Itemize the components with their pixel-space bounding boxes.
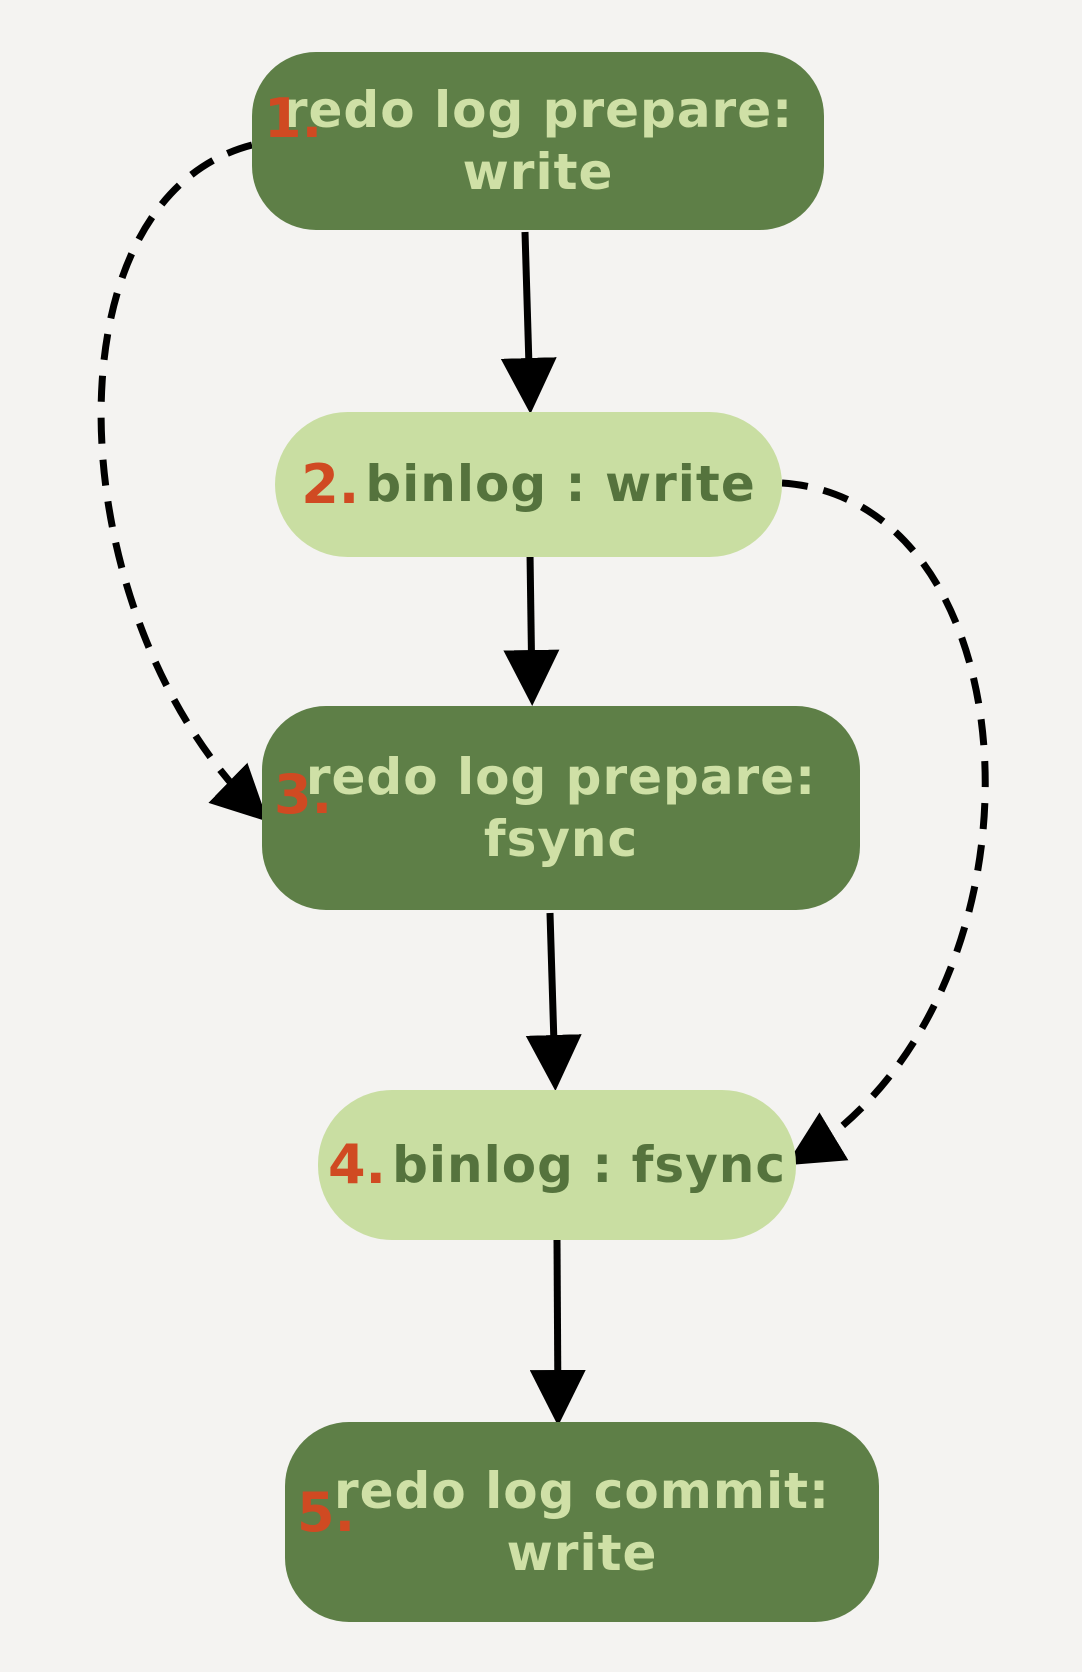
arrow-1-to-2 [500, 231, 557, 414]
step-label-line1: redo log prepare: [282, 80, 794, 139]
arrow-3-to-4 [525, 912, 582, 1091]
step-number: 3. [274, 763, 333, 826]
arrow-2-to-3 [503, 552, 560, 706]
dashed-arrow-1-to-3 [97, 141, 269, 822]
step-label-line2: fsync [483, 810, 639, 868]
step-number: 2. [301, 452, 360, 516]
step-number: 1. [264, 87, 323, 150]
step-label: binlog : write [365, 455, 756, 514]
step-binlog-fsync: 4. binlog : fsync [318, 1090, 796, 1240]
step-number: 4. [327, 1133, 387, 1196]
step-label-line1: redo log commit: [333, 1461, 831, 1520]
step-binlog-write: 2. binlog : write [275, 412, 782, 557]
step-number: 5. [297, 1481, 356, 1544]
step-label: binlog : fsync [392, 1135, 787, 1194]
step-redo-log-commit-write: 5. redo log commit: write [285, 1422, 879, 1622]
arrow-4-to-5 [529, 1239, 586, 1426]
step-redo-log-prepare-write: 1. redo log prepare: write [252, 52, 824, 230]
step-label-line2: write [462, 143, 614, 201]
step-redo-log-prepare-fsync: 3. redo log prepare: fsync [262, 706, 860, 910]
step-label-line1: redo log prepare: [305, 747, 817, 806]
dashed-arrow-2-to-4 [781, 479, 989, 1166]
step-label-line2: write [506, 1524, 658, 1582]
